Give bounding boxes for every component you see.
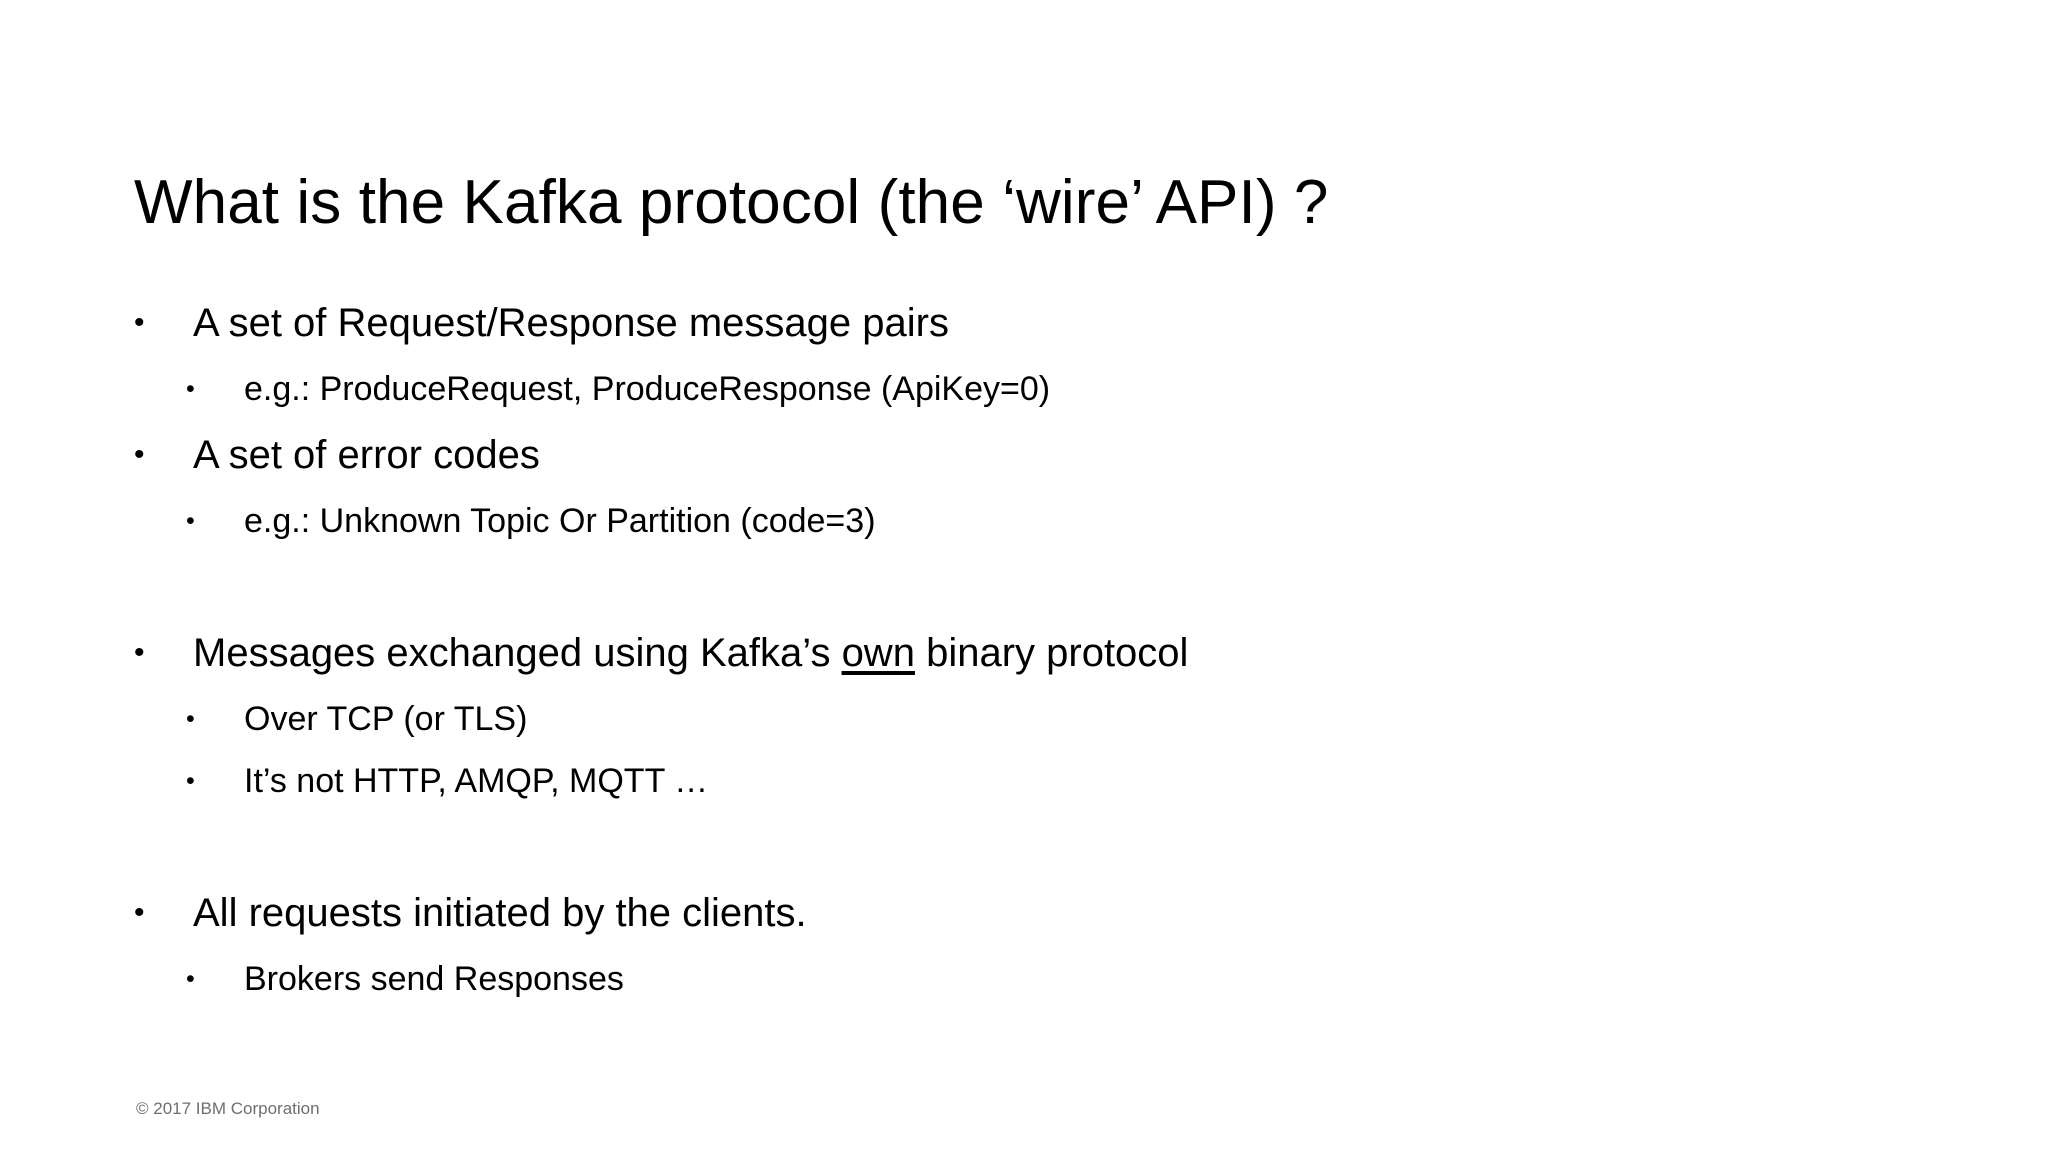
list-item-label-emphasis: own [841, 631, 915, 675]
list-item-label-suffix: binary protocol [914, 631, 1189, 675]
bullet-icon: • [134, 896, 145, 929]
bullet-list: • A set of Request/Response message pair… [134, 288, 1954, 1010]
bullet-icon: • [186, 767, 195, 795]
list-item: • Brokers send Responses [134, 948, 1954, 1010]
list-item: • e.g.: ProduceRequest, ProduceResponse … [134, 358, 1954, 420]
bullet-icon: • [186, 507, 195, 535]
bullet-icon: • [186, 705, 195, 733]
list-item-label: Messages exchanged using Kafka’s own bin… [193, 618, 1954, 688]
list-item-label: e.g.: ProduceRequest, ProduceResponse (A… [244, 370, 1051, 408]
list-item: • A set of Request/Response message pair… [134, 288, 1954, 358]
list-item: • Messages exchanged using Kafka’s own b… [134, 618, 1954, 688]
list-item-label-prefix: Messages exchanged using Kafka’s [193, 631, 842, 675]
list-item: • It’s not HTTP, AMQP, MQTT … [134, 750, 1954, 812]
bullet-icon: • [134, 438, 145, 471]
list-item-label: e.g.: Unknown Topic Or Partition (code=3… [244, 502, 876, 540]
bullet-icon: • [134, 636, 145, 669]
list-item: • A set of error codes [134, 420, 1954, 490]
list-item-label: A set of Request/Response message pairs [193, 301, 949, 345]
paragraph-spacer [134, 812, 1954, 878]
list-item-label: Brokers send Responses [244, 960, 624, 998]
list-item: • All requests initiated by the clients. [134, 878, 1954, 948]
copyright-footer: © 2017 IBM Corporation [136, 1099, 320, 1118]
bullet-icon: • [134, 306, 145, 339]
paragraph-spacer [134, 552, 1954, 618]
bullet-icon: • [186, 965, 195, 993]
list-item-label: Over TCP (or TLS) [244, 700, 528, 738]
list-item-label: A set of error codes [193, 433, 540, 477]
list-item-label: It’s not HTTP, AMQP, MQTT … [244, 762, 709, 800]
list-item-label: All requests initiated by the clients. [193, 891, 807, 935]
bullet-icon: • [186, 375, 195, 403]
list-item: • e.g.: Unknown Topic Or Partition (code… [134, 490, 1954, 552]
page-title: What is the Kafka protocol (the ‘wire’ A… [134, 167, 1329, 237]
list-item: • Over TCP (or TLS) [134, 688, 1954, 750]
